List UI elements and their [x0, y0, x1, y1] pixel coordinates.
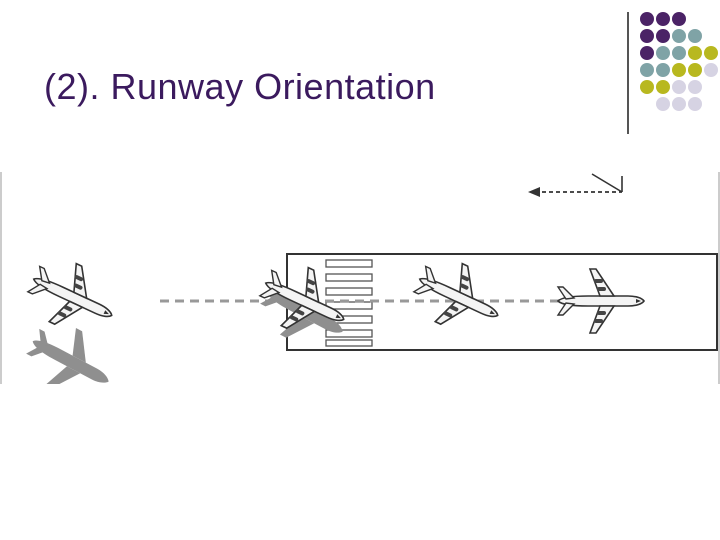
decorative-dot [704, 63, 718, 77]
decorative-dot [672, 80, 686, 94]
decorative-dot [656, 29, 670, 43]
decorative-dot [640, 46, 654, 60]
runway-diagram [0, 172, 720, 384]
header-divider [627, 12, 629, 134]
decorative-dot [656, 63, 670, 77]
decorative-dot [672, 29, 686, 43]
wind-arrow-icon [528, 173, 623, 197]
decorative-dot [640, 63, 654, 77]
decorative-dot [704, 46, 718, 60]
decorative-dot [688, 80, 702, 94]
decorative-dot [656, 97, 670, 111]
airplane-icon [19, 249, 127, 346]
decorative-dot [688, 29, 702, 43]
decorative-dot [672, 97, 686, 111]
decorative-dot [672, 46, 686, 60]
decorative-dot [656, 12, 670, 26]
decorative-dot [656, 80, 670, 94]
decorative-dot [672, 63, 686, 77]
decorative-dot [640, 80, 654, 94]
decorative-dot [640, 29, 654, 43]
decorative-dot-grid [636, 8, 720, 120]
slide-title: (2). Runway Orientation [44, 66, 436, 107]
airplane-shadow [17, 312, 124, 384]
decorative-dot [688, 46, 702, 60]
decorative-dot [688, 97, 702, 111]
decorative-dot [688, 63, 702, 77]
decorative-dot [672, 12, 686, 26]
decorative-dot [656, 46, 670, 60]
decorative-dot [640, 12, 654, 26]
